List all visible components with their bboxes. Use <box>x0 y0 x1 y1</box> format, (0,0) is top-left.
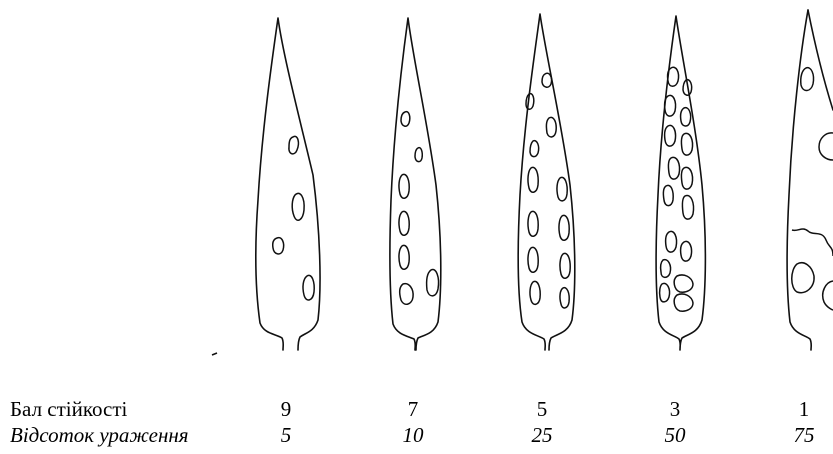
lesion <box>399 174 409 198</box>
leaf-score-1 <box>787 10 833 350</box>
lesion <box>542 73 552 87</box>
resistance-score-5: 5 <box>522 399 562 420</box>
stray-mark <box>212 353 217 355</box>
resistance-score-7: 7 <box>393 399 433 420</box>
lesion <box>289 136 299 153</box>
damage-percent-75: 75 <box>784 425 824 446</box>
lesion <box>666 231 677 252</box>
lesion <box>303 275 314 300</box>
lesion <box>681 133 692 155</box>
lesion <box>823 281 833 310</box>
lesion <box>682 195 693 219</box>
resistance-score-label: Бал стійкості <box>10 399 127 420</box>
leaf-score-3 <box>656 16 705 350</box>
leaf-score-7 <box>390 18 441 350</box>
damage-percent-label: Відсоток ураження <box>10 425 189 446</box>
lesion <box>292 193 304 220</box>
lesion <box>399 211 409 235</box>
damage-percent-50: 50 <box>655 425 695 446</box>
resistance-score-3: 3 <box>655 399 695 420</box>
leaf-outline <box>808 10 833 110</box>
damage-percent-10: 10 <box>393 425 433 446</box>
lesion <box>660 283 670 302</box>
lesion <box>399 245 409 269</box>
lesion <box>674 275 693 292</box>
lesion <box>663 185 673 205</box>
lesion <box>559 215 569 240</box>
lesion <box>681 108 691 126</box>
lesion <box>273 238 284 254</box>
lesion <box>792 263 814 293</box>
damage-percent-25: 25 <box>522 425 562 446</box>
lesion <box>557 177 567 200</box>
lesion <box>819 133 833 160</box>
lesion <box>792 229 833 256</box>
resistance-score-9: 9 <box>266 399 306 420</box>
lesion <box>801 68 814 91</box>
leaf-outline <box>787 10 811 350</box>
lesion <box>665 95 676 116</box>
lesion <box>560 253 570 278</box>
lesion <box>681 241 692 261</box>
lesion <box>400 284 413 305</box>
resistance-score-1: 1 <box>784 399 824 420</box>
lesion <box>528 247 538 272</box>
lesion <box>528 167 538 192</box>
lesion <box>665 125 676 146</box>
leaf-score-5 <box>518 14 575 350</box>
lesion <box>530 141 539 157</box>
lesion <box>681 167 692 189</box>
leaf-outline <box>390 18 441 350</box>
lesion <box>661 260 671 278</box>
lesion <box>560 288 569 308</box>
lesion <box>668 67 679 86</box>
lesion <box>528 211 538 236</box>
lesion <box>530 281 540 304</box>
lesion <box>668 157 679 179</box>
lesion <box>674 294 693 311</box>
leaf-outline <box>656 16 705 350</box>
lesion <box>427 269 439 295</box>
lesion <box>415 148 422 162</box>
lesion <box>401 112 410 127</box>
damage-percent-5: 5 <box>266 425 306 446</box>
leaf-score-9 <box>256 18 320 350</box>
lesion <box>546 117 556 137</box>
